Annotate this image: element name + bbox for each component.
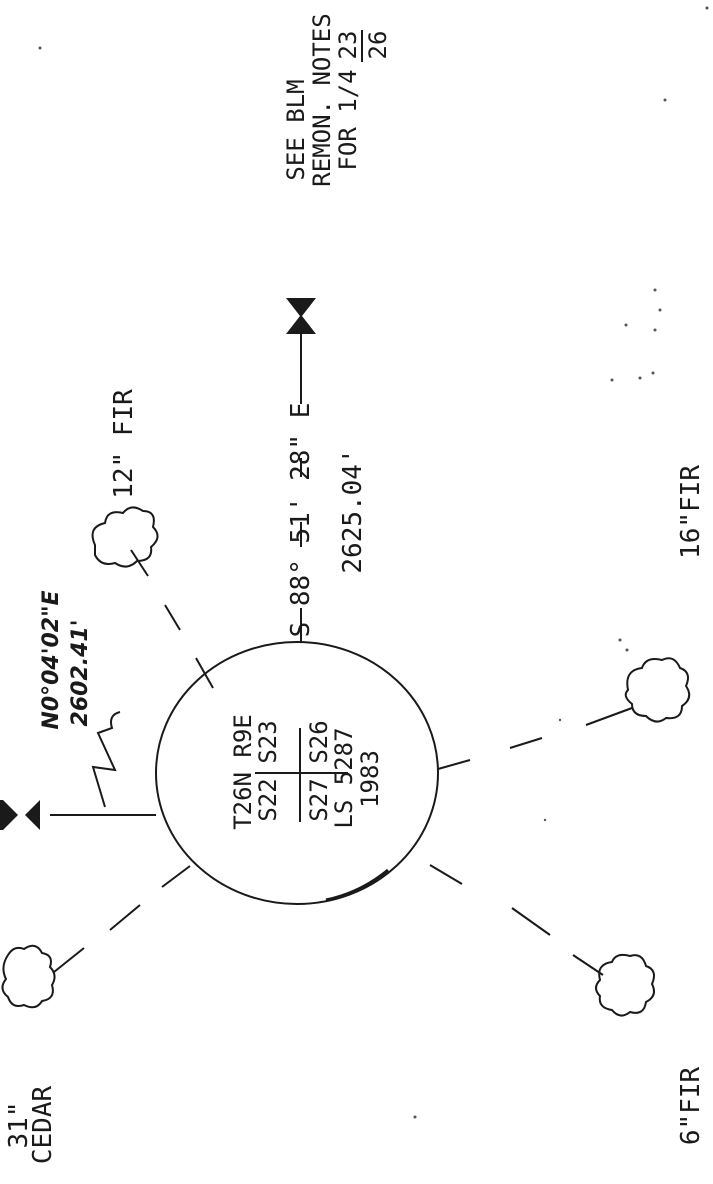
- north-bearing-label: N0°04'02"E: [39, 590, 64, 729]
- cedar-tree-icon: [1, 944, 56, 1009]
- note-line-2: REMON. NOTES: [308, 13, 336, 186]
- cedar-bearing-line-2: [109, 904, 141, 931]
- fir16-bearing-line-1: [437, 759, 471, 770]
- section-22-label: S22: [254, 778, 282, 821]
- section-26-label: S26: [305, 720, 333, 763]
- north-distance-label: 2602.41': [68, 620, 93, 727]
- license-number-label: LS 5287: [330, 727, 358, 828]
- note-fraction-top: 23: [334, 31, 362, 60]
- section-corner-circle: [155, 641, 439, 905]
- fir6-label: 6"FIR: [676, 1067, 706, 1146]
- east-monument-icon: [286, 298, 316, 334]
- note-fraction-bottom: 26: [364, 31, 392, 60]
- fir16-bearing-line-2: [509, 737, 543, 749]
- fir12-label: 12" FIR: [109, 389, 139, 499]
- fir6-bearing-line-3: [572, 954, 604, 976]
- north-leader-squiggle: [91, 711, 121, 808]
- east-bearing-label: S 88° 51' 28" E: [286, 403, 316, 638]
- fir6-tree-icon: [595, 953, 655, 1017]
- township-range-label: T26N R9E: [229, 714, 257, 830]
- fir12-bearing-line-3: [130, 549, 149, 577]
- section-27-label: S27: [305, 778, 333, 821]
- circle-heavy-edge: [325, 868, 389, 902]
- year-label: 1983: [356, 750, 384, 808]
- cedar-name-label: CEDAR: [28, 1086, 58, 1165]
- section-23-label: S23: [254, 720, 282, 763]
- fir6-bearing-line-2: [511, 907, 551, 936]
- note-line-3: FOR 1/4: [334, 69, 362, 170]
- cedar-bearing-line-3: [53, 947, 85, 973]
- north-monument-icon: [0, 800, 40, 830]
- fir12-bearing-line-2: [164, 604, 181, 631]
- fir6-bearing-line-1: [429, 864, 463, 885]
- cedar-size-label: 31": [4, 1102, 34, 1149]
- fir16-label: 16"FIR: [676, 465, 706, 559]
- fir12-bearing-line-1: [195, 657, 214, 689]
- scan-specks: [38, 6, 709, 1119]
- east-distance-label: 2625.04': [338, 448, 368, 573]
- fir12-tree-icon: [91, 506, 159, 568]
- fir16-tree-icon: [624, 657, 691, 723]
- fir16-bearing-line-3: [585, 707, 633, 726]
- cedar-bearing-line-1: [161, 865, 191, 888]
- note-line-1: SEE BLM: [282, 79, 310, 180]
